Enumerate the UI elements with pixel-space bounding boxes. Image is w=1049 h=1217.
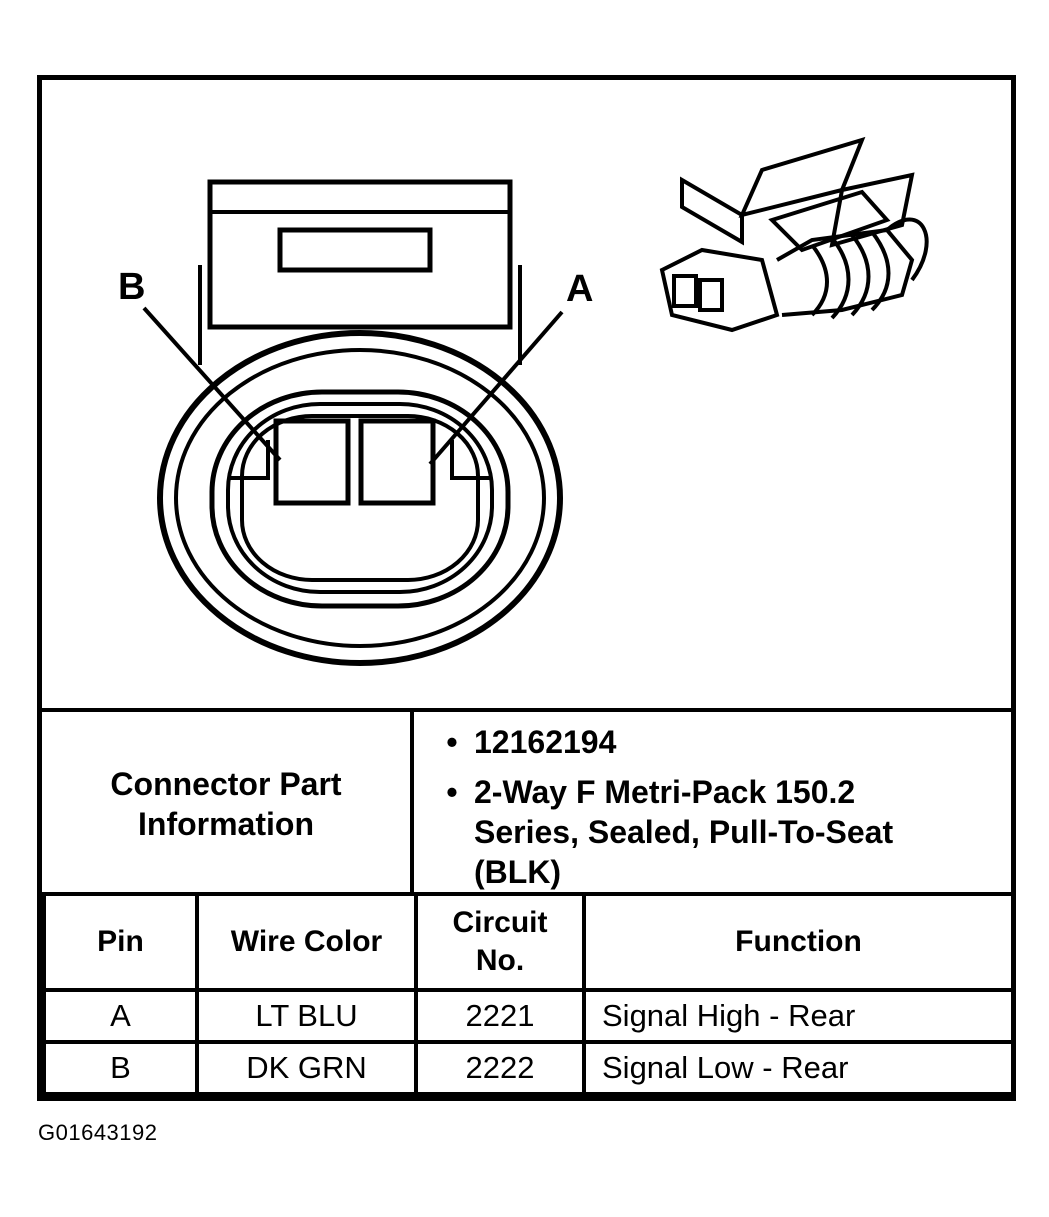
header-wire-color: Wire Color [195,892,418,992]
cavity-b [273,418,351,506]
pin-table: Pin Wire Color Circuit No. Function A LT… [42,892,1015,1097]
bullet-icon: • [446,774,458,810]
inner-seal [209,389,511,609]
leader-b [142,306,282,462]
outer-seal [157,330,563,666]
info-divider [410,712,414,896]
cell-wire-color: LT BLU [195,987,418,1044]
cavity-a [358,418,436,506]
cell-wire-color: DK GRN [195,1039,418,1097]
connector-iso-view [659,136,929,333]
bullet-item: • 12162194 [446,722,617,762]
pin-label-a: A [566,268,594,310]
connector-info-section: Connector Part Information • 12162194 • … [42,708,1011,896]
latch-window [277,227,433,273]
header-circuit: Circuit No. [414,892,586,992]
header-function: Function [582,892,1015,992]
diagram-frame: B A Connector Part Information • 1216219… [37,75,1016,1101]
cell-function: Signal Low - Rear [582,1039,1015,1097]
figure-id: G01643192 [38,1120,158,1145]
cell-circuit: 2221 [414,987,586,1044]
header-pin: Pin [42,892,199,992]
cell-circuit: 2222 [414,1039,586,1097]
table-row: A LT BLU 2221 Signal High - Rear [42,987,1015,1044]
connector-drawing: B A [42,80,1011,708]
table-header-row: Pin Wire Color Circuit No. Function [42,892,1015,992]
cell-pin: A [42,987,199,1044]
bullet-icon: • [446,724,458,760]
bullet-item: • 2-Way F Metri-Pack 150.2 Series, Seale… [446,772,894,892]
latch-housing [207,179,513,330]
leader-a [428,310,564,466]
connector-illustration [142,136,929,666]
cell-function: Signal High - Rear [582,987,1015,1044]
cell-pin: B [42,1039,199,1097]
connector-info-label: Connector Part Information [110,766,342,842]
part-number: 12162194 [474,724,617,760]
table-row: B DK GRN 2222 Signal Low - Rear [42,1039,1015,1097]
connector-info-details: • 12162194 • 2-Way F Metri-Pack 150.2 Se… [414,712,1011,896]
pin-label-b: B [118,266,146,308]
part-description: 2-Way F Metri-Pack 150.2 Series, Sealed,… [474,774,894,890]
